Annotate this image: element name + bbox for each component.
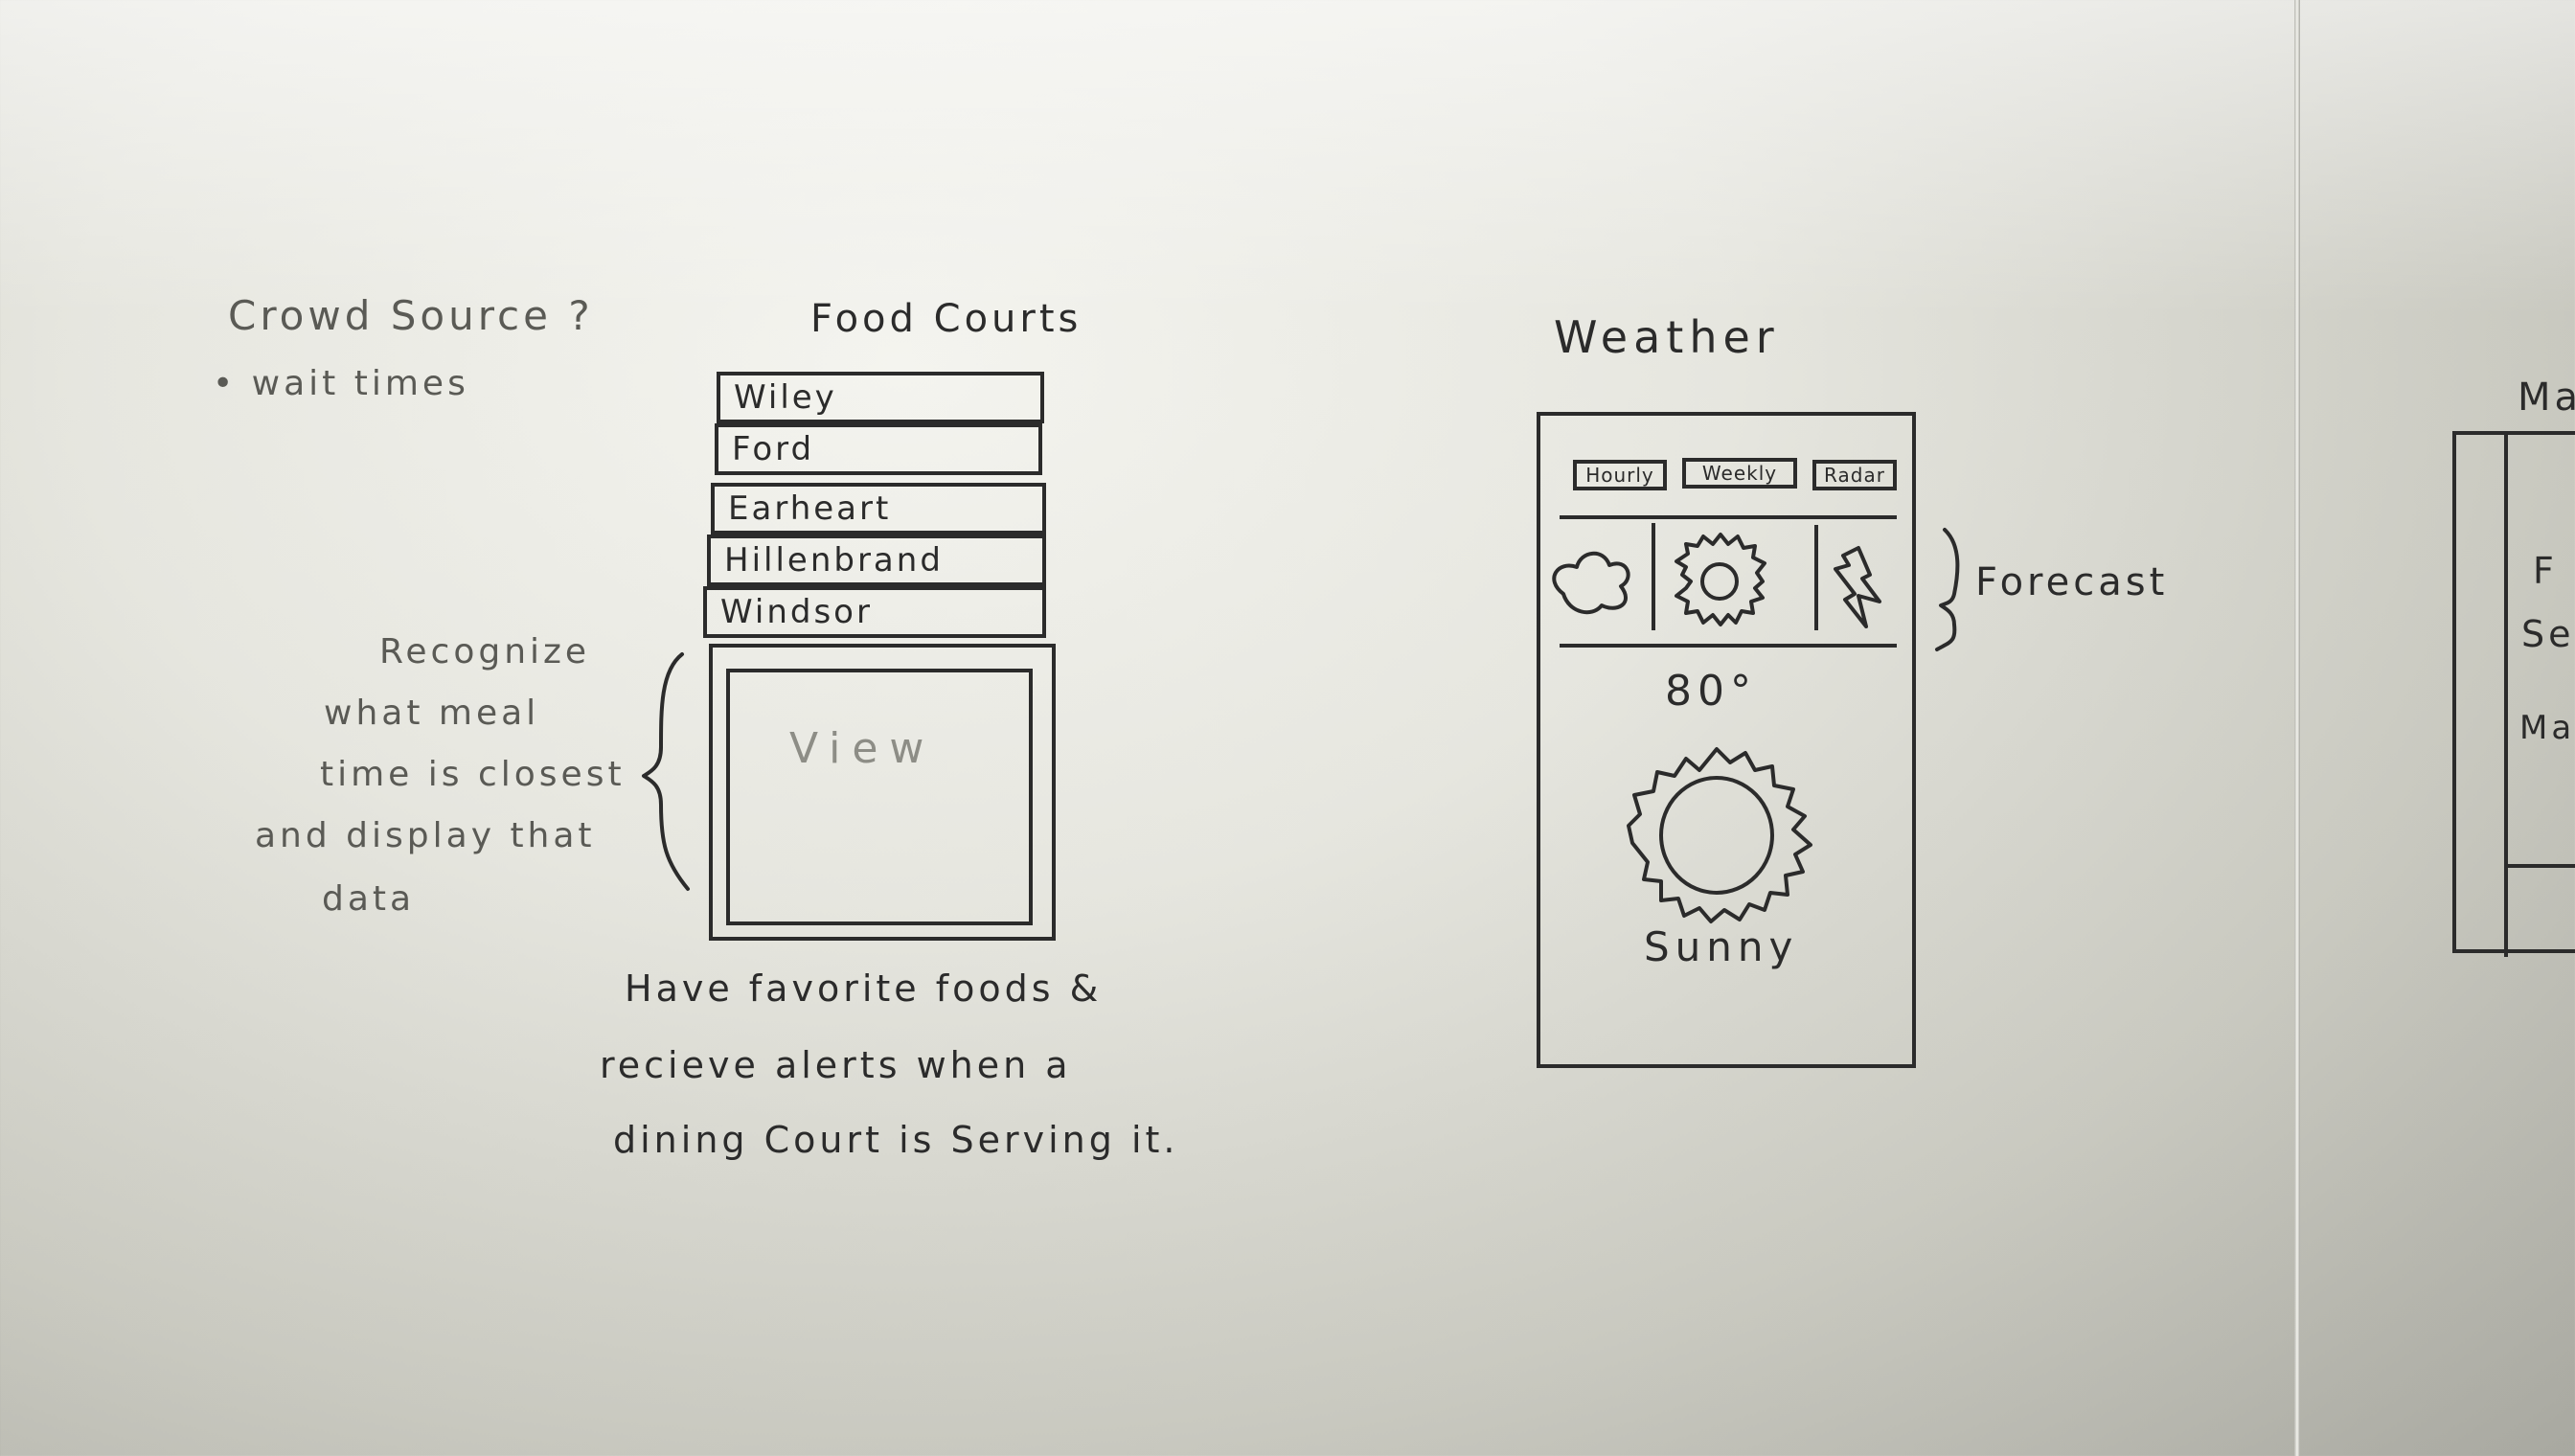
partial-sketch-inner-line [2504,435,2508,957]
condition-label: Sunny [1644,923,1799,970]
forecast-label: Forecast [1975,560,2169,604]
whiteboard-seam [2294,0,2300,1456]
partial-sketch-line: F [2533,550,2558,592]
weather-title: Weather [1554,311,1780,363]
food-court-view-panel: View [709,644,1056,941]
recognize-line: what meal [324,694,540,733]
recognize-line: and display that [255,816,596,855]
food-court-item-ford[interactable]: Ford [715,423,1042,475]
view-inner-frame [726,669,1033,925]
favorites-line: Have favorite foods & [625,967,1103,1010]
forecast-divider-bottom [1560,644,1897,648]
forecast-brace [1935,528,1960,651]
cloud-icon [1552,551,1630,615]
temperature-value: 80° [1665,667,1757,716]
food-court-item-hillenbrand[interactable]: Hillenbrand [707,535,1046,586]
lightning-icon [1834,546,1881,628]
favorites-line: recieve alerts when a [600,1044,1072,1086]
partial-sketch-bottom-line [2508,864,2575,868]
recognize-line: data [322,879,416,919]
partial-sketch-line: Se [2521,613,2575,655]
food-court-item-wiley[interactable]: Wiley [717,372,1044,423]
sun-icon [1675,533,1766,626]
recognize-brace [642,652,690,891]
forecast-separator [1814,525,1818,630]
forecast-separator [1652,523,1655,630]
large-sun-icon [1627,747,1812,923]
partial-sketch-frame: F Se Ma [2452,431,2575,957]
tab-hourly[interactable]: Hourly [1573,460,1667,490]
wait-times-note: • wait times [213,364,469,403]
favorites-line: dining Court is Serving it. [613,1119,1179,1161]
tab-radar[interactable]: Radar [1812,460,1897,490]
weather-phone-frame: Hourly Weekly Radar 80° Sunny [1537,412,1916,1068]
food-court-item-windsor[interactable]: Windsor [703,586,1046,638]
whiteboard-glare [0,0,2575,316]
forecast-divider-top [1560,515,1897,519]
recognize-line: time is closest [320,755,626,794]
food-courts-title: Food Courts [810,297,1082,341]
partial-sketch-title: Ma [2518,375,2575,420]
tab-weekly[interactable]: Weekly [1682,458,1797,489]
view-label: View [789,724,936,773]
food-court-item-earheart[interactable]: Earheart [711,483,1046,535]
crowd-source-note: Crowd Source ? [228,292,594,339]
recognize-line: Recognize [379,632,591,671]
partial-sketch-line: Ma [2519,709,2575,747]
